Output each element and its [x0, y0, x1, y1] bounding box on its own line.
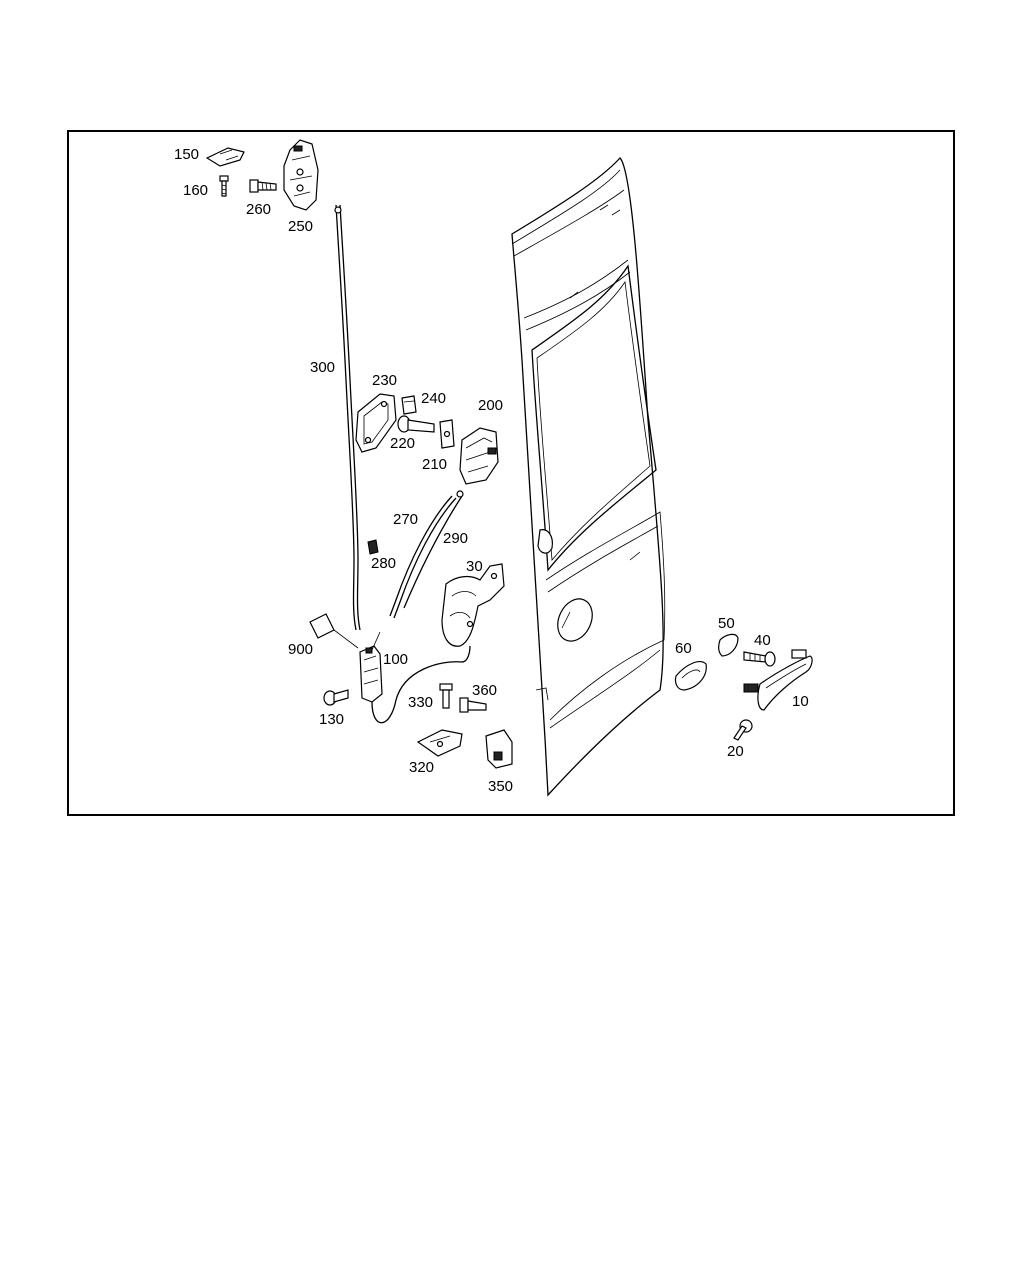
label-290: 290: [443, 530, 469, 547]
label-60: 60: [675, 640, 692, 657]
label-360: 360: [472, 682, 498, 699]
label-160: 160: [183, 182, 209, 199]
label-40: 40: [754, 632, 771, 649]
part-270-rod: [389, 495, 457, 619]
part-220-pin: [397, 415, 435, 433]
label-30: 30: [466, 558, 483, 575]
part-20-screw: [733, 719, 753, 741]
part-240-clip: [401, 395, 417, 415]
label-280: 280: [371, 555, 397, 572]
part-300-cable: [334, 204, 361, 631]
part-200-lock: [459, 427, 499, 485]
part-260-bolt: [249, 179, 277, 193]
label-900: 900: [288, 641, 314, 658]
part-30-handle-mechanism: [441, 563, 505, 647]
label-320: 320: [409, 759, 435, 776]
part-100-lock: [359, 645, 471, 724]
label-330: 330: [408, 694, 434, 711]
label-350: 350: [488, 778, 514, 795]
label-260: 260: [246, 201, 272, 218]
part-210-plate: [439, 419, 455, 449]
part-150-clip: [205, 147, 245, 167]
part-280-clip: [367, 539, 379, 555]
part-40-screw: [743, 651, 776, 667]
part-130-screw: [323, 689, 349, 706]
label-220: 220: [390, 435, 416, 452]
leader-lines: [371, 631, 381, 651]
part-330-screw: [439, 683, 453, 709]
label-230: 230: [372, 372, 398, 389]
label-10: 10: [792, 693, 809, 710]
part-320-bracket: [416, 729, 463, 757]
label-50: 50: [718, 615, 735, 632]
label-150: 150: [174, 146, 200, 163]
part-250-upper-lock: [283, 139, 319, 211]
part-50-gasket: [718, 633, 739, 657]
part-350-striker: [485, 729, 513, 769]
part-230-bracket: [355, 393, 397, 453]
label-20: 20: [727, 743, 744, 760]
label-210: 210: [422, 456, 448, 473]
label-270: 270: [393, 511, 419, 528]
part-360-bolt: [459, 697, 487, 713]
label-300: 300: [310, 359, 336, 376]
part-290-rod: [403, 490, 464, 609]
part-10-exterior-handle: [743, 649, 813, 711]
label-100: 100: [383, 651, 409, 668]
label-200: 200: [478, 397, 504, 414]
part-900-label: [309, 613, 359, 649]
diagram-frame: [67, 130, 955, 816]
label-250: 250: [288, 218, 314, 235]
rear-door-panel: [511, 157, 666, 797]
label-130: 130: [319, 711, 345, 728]
part-60-gasket: [674, 661, 707, 691]
part-160-screw: [219, 175, 229, 197]
label-240: 240: [421, 390, 447, 407]
